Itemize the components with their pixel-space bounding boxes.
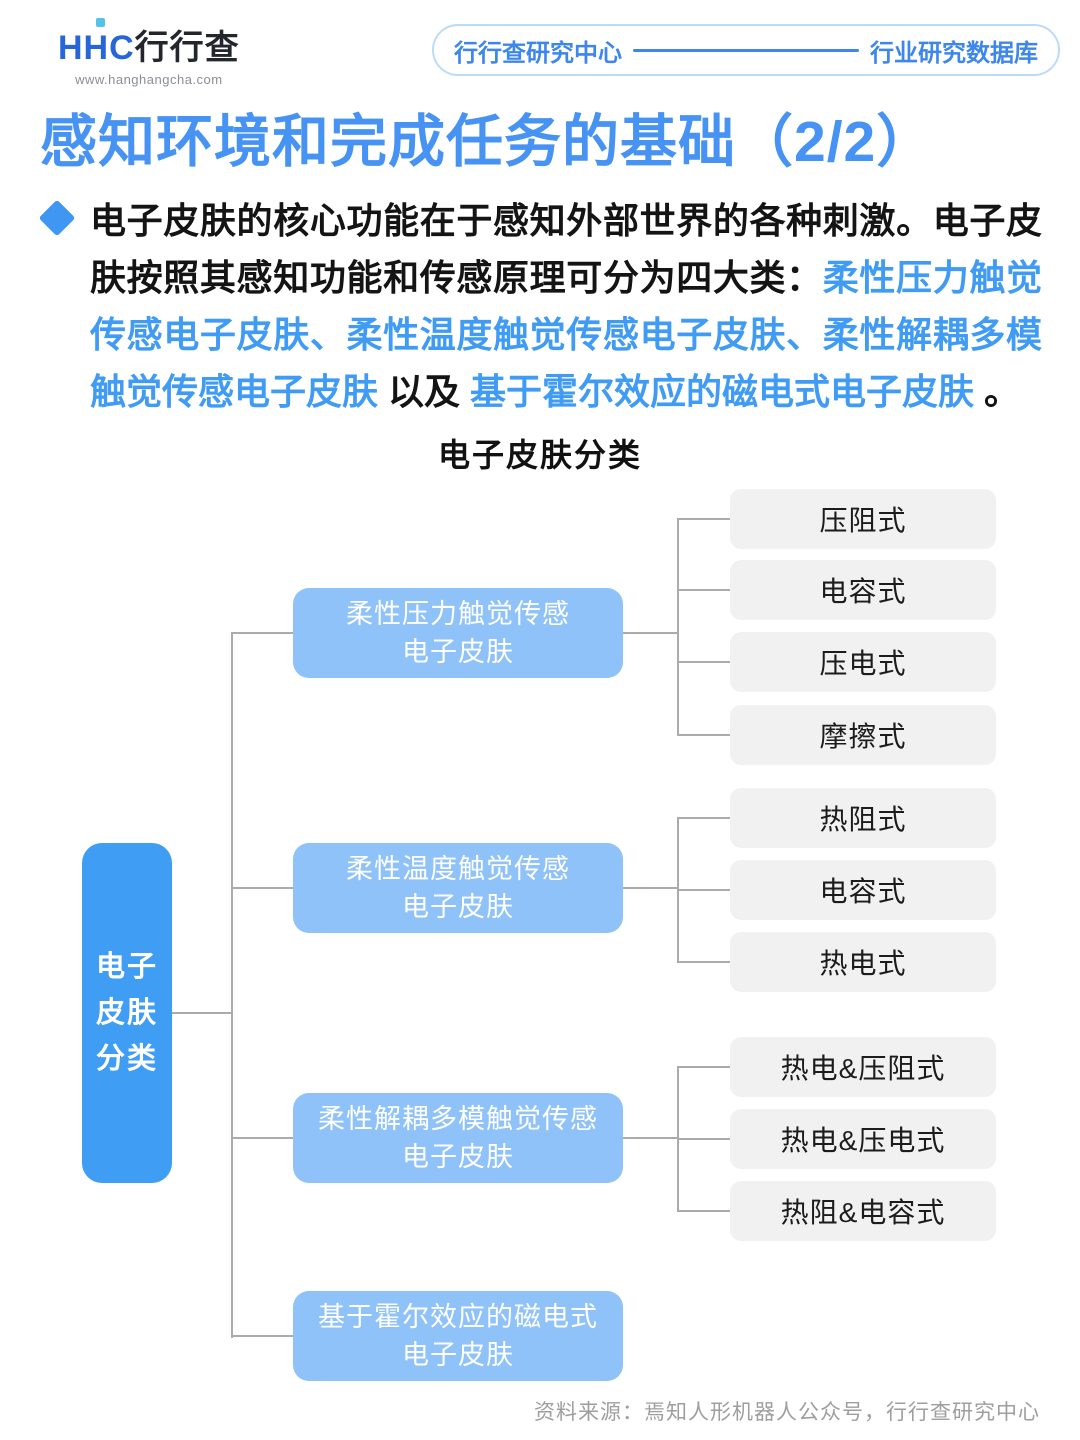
leaf-node: 热电&压电式	[730, 1109, 996, 1169]
leaf-node: 电容式	[730, 560, 996, 620]
connector-line	[677, 518, 679, 736]
logo-text: HHC行行查	[58, 18, 240, 69]
branch-node-label: 柔性压力触觉传感	[346, 599, 570, 629]
root-node-line: 皮肤	[95, 997, 158, 1029]
badge-right-label: 行业研究数据库	[870, 39, 1038, 67]
intro-segment-highlight: 柔性压力触觉传感电子皮肤、柔性温度触觉传感电子皮肤、柔性解耦多模触觉传感电子皮肤	[90, 257, 1042, 412]
logo-hhc-text: HHC	[58, 29, 135, 67]
connector-line	[231, 1335, 293, 1337]
connector-line	[677, 817, 730, 819]
connector-line	[677, 1066, 730, 1068]
connector-line	[231, 632, 293, 634]
logo-cn-text: 行行查	[134, 29, 240, 67]
branch-node-label: 基于霍尔效应的磁电式	[318, 1302, 598, 1332]
branch-node-pressure: 柔性压力触觉传感 电子皮肤	[293, 588, 623, 678]
intro-paragraph: 电子皮肤的核心功能在于感知外部世界的各种刺激。电子皮肤按照其感知功能和传感原理可…	[90, 192, 1042, 420]
diagram-title: 电子皮肤分类	[437, 437, 642, 473]
badge-divider-line	[633, 48, 859, 52]
branch-node-temperature: 柔性温度触觉传感 电子皮肤	[293, 843, 623, 933]
root-node-line: 电子	[95, 951, 158, 983]
branch-node-label: 电子皮肤	[402, 892, 514, 922]
leaf-node: 压阻式	[730, 489, 996, 549]
connector-line	[677, 961, 730, 963]
intro-section: 电子皮肤的核心功能在于感知外部世界的各种刺激。电子皮肤按照其感知功能和传感原理可…	[38, 192, 1042, 420]
branch-node-hall-effect: 基于霍尔效应的磁电式 电子皮肤	[293, 1291, 623, 1381]
branch-node-label: 柔性解耦多模触觉传感	[318, 1104, 598, 1134]
leaf-node: 压电式	[730, 632, 996, 692]
leaf-node: 摩擦式	[730, 705, 996, 765]
page-title: 感知环境和完成任务的基础（2/2）	[40, 110, 935, 174]
leaf-node: 热电式	[730, 932, 996, 992]
logo-url: www.hanghangcha.com	[75, 72, 223, 87]
branch-node-multimodal: 柔性解耦多模触觉传感 电子皮肤	[293, 1093, 623, 1183]
leaf-node: 热阻式	[730, 788, 996, 848]
leaf-node: 热电&压阻式	[730, 1037, 996, 1097]
connector-trunk-line	[231, 632, 233, 1338]
intro-segment: 电子皮肤的核心功能在于感知外部世界的各种刺激。电子皮肤按照其感知功能和传感原理可…	[90, 200, 1042, 298]
intro-segment: 。	[974, 371, 1021, 412]
research-badge: 行行查研究中心 行业研究数据库	[432, 24, 1060, 76]
connector-line	[677, 1138, 730, 1140]
connector-line	[677, 589, 730, 591]
intro-segment: 以及	[378, 371, 471, 412]
leaf-node: 热阻&电容式	[730, 1181, 996, 1241]
classification-tree-diagram: 电子 皮肤 分类 柔性压力触觉传感 电子皮肤 柔性温度触觉传感 电子皮肤 柔性解…	[0, 470, 1080, 1415]
connector-line	[231, 887, 293, 889]
connector-line	[677, 1210, 730, 1212]
root-node: 电子 皮肤 分类	[82, 843, 172, 1183]
connector-line	[623, 632, 679, 634]
connector-line	[677, 518, 730, 520]
connector-line	[172, 1012, 232, 1014]
connector-line	[677, 734, 730, 736]
connector-line	[677, 661, 730, 663]
intro-segment-highlight: 基于霍尔效应的磁电式电子皮肤	[470, 371, 975, 412]
connector-line	[623, 1137, 679, 1139]
source-note: 资料来源：焉知人形机器人公众号，行行查研究中心	[534, 1401, 1040, 1424]
leaf-node: 电容式	[730, 860, 996, 920]
branch-node-label: 电子皮肤	[402, 1340, 514, 1370]
logo-dot-icon	[96, 18, 105, 27]
branch-node-label: 电子皮肤	[402, 1142, 514, 1172]
badge-left-label: 行行查研究中心	[454, 39, 622, 67]
connector-line	[231, 1137, 293, 1139]
connector-line	[623, 887, 679, 889]
root-node-line: 分类	[95, 1043, 158, 1075]
branch-node-label: 柔性温度触觉传感	[346, 854, 570, 884]
hhc-logo: HHC行行查 www.hanghangcha.com	[58, 18, 240, 87]
diamond-bullet-icon	[38, 199, 76, 237]
connector-line	[677, 889, 730, 891]
branch-node-label: 电子皮肤	[402, 637, 514, 667]
